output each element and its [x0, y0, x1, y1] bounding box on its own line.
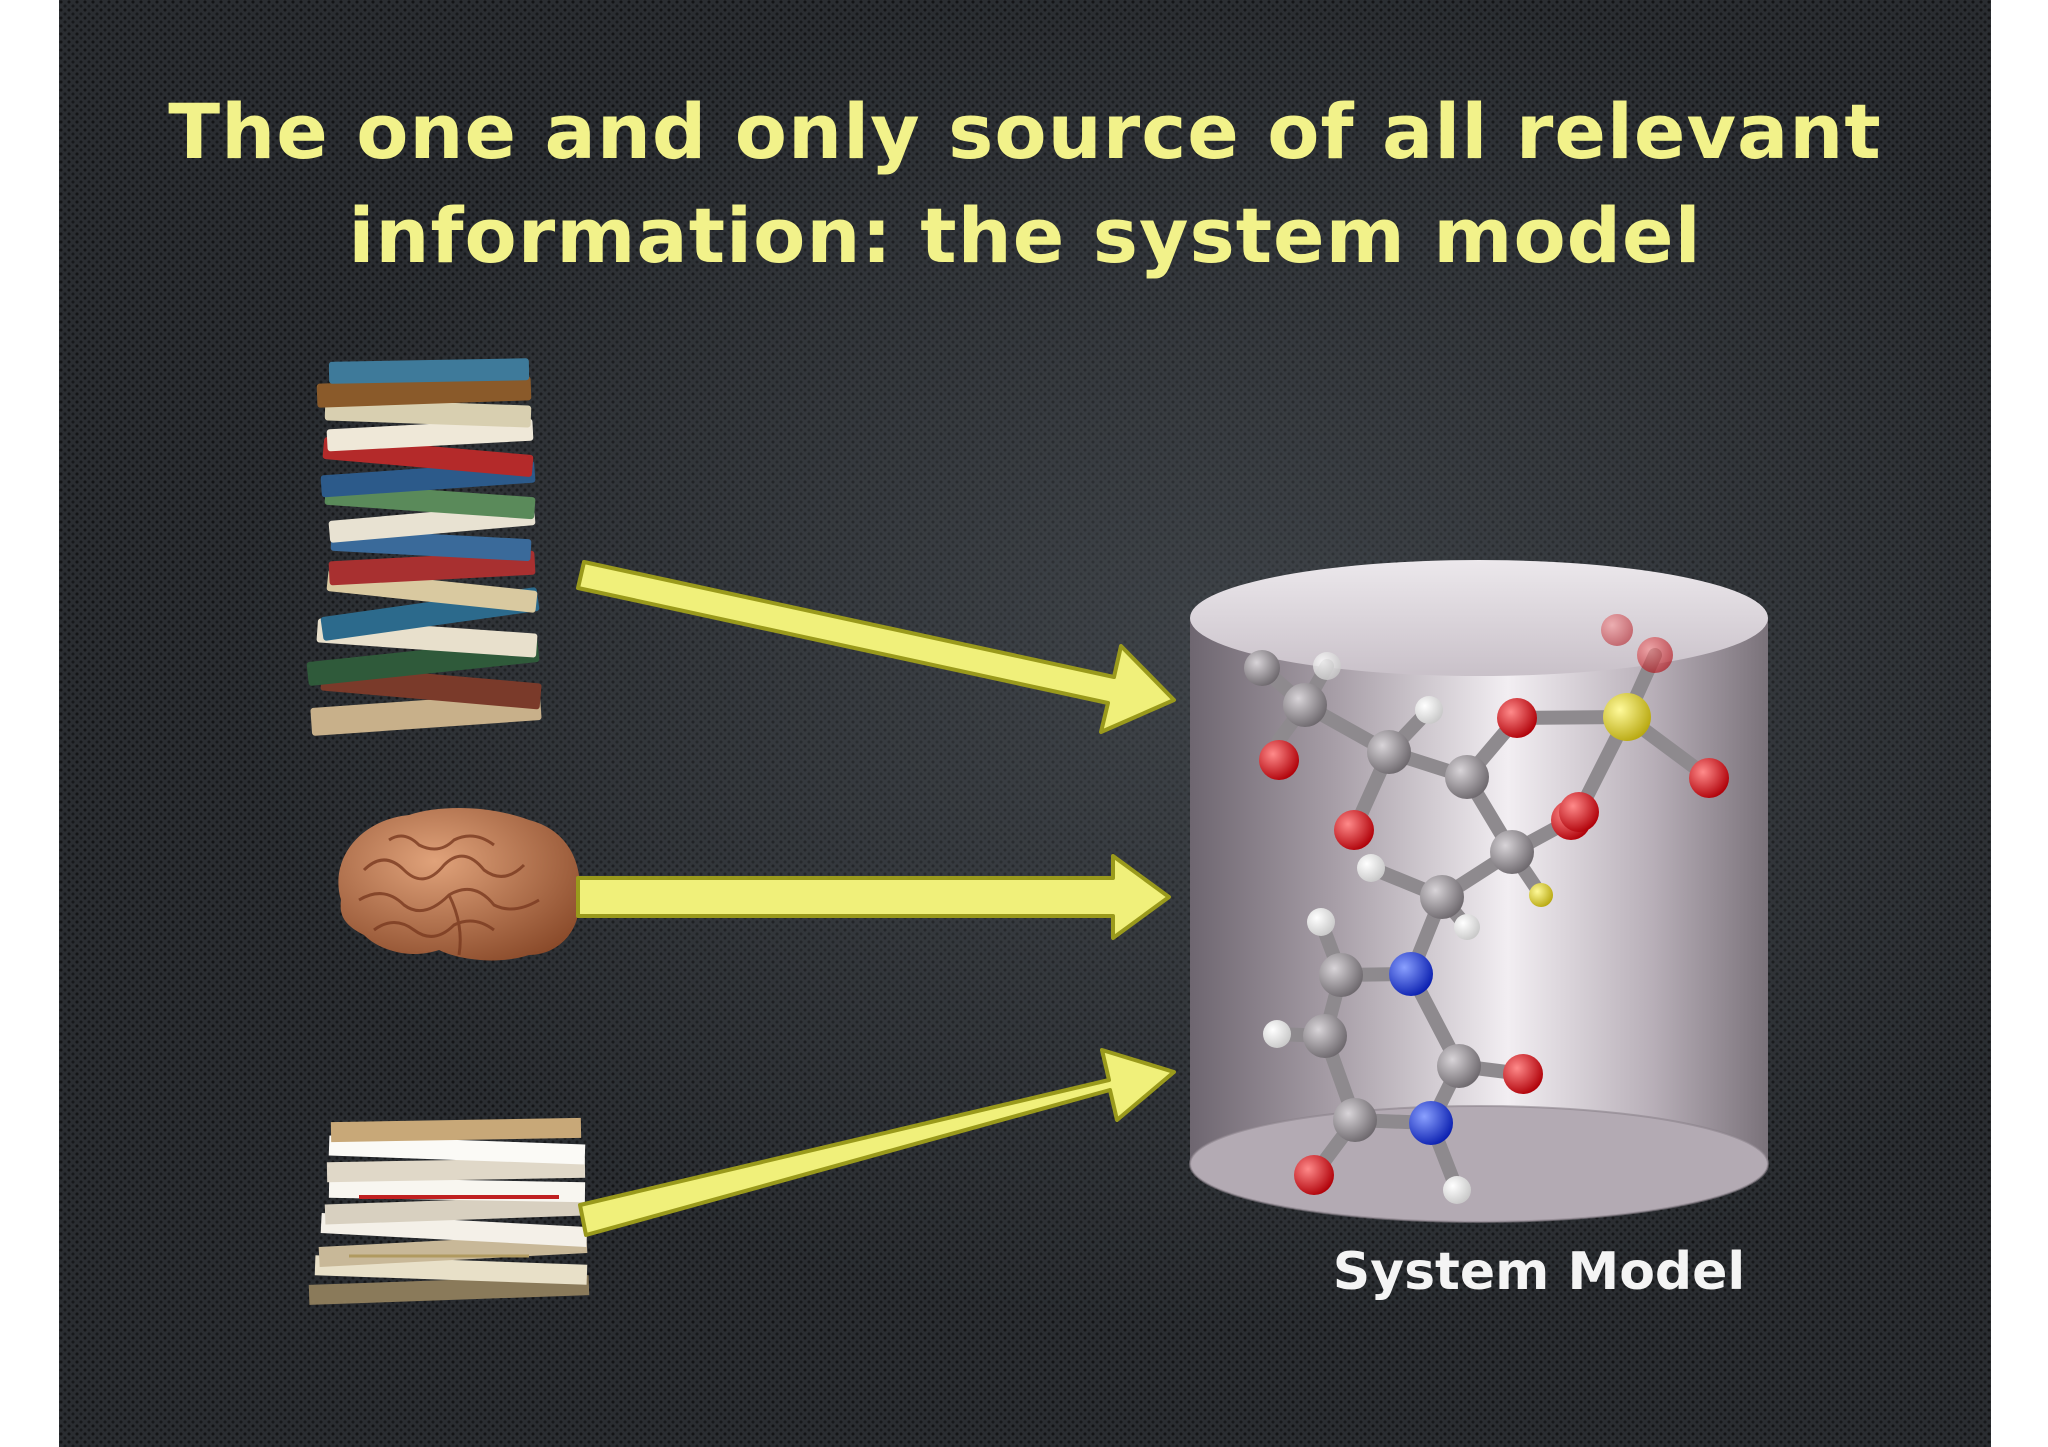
title-line-1: The one and only source of all relevant	[168, 87, 1882, 176]
paper-stack-icon	[308, 1117, 590, 1305]
molecule-icon	[1244, 614, 1729, 1204]
slide: The one and only source of all relevant …	[59, 0, 1991, 1447]
slide-title: The one and only source of all relevant …	[59, 80, 1991, 288]
brain-icon	[338, 808, 580, 961]
arrow-brain-to-model	[576, 854, 1171, 940]
arrow-books-to-model	[576, 560, 1176, 734]
system-model-caption: System Model	[1332, 1242, 1746, 1302]
arrow-papers-to-model	[578, 1048, 1176, 1237]
books-icon	[306, 358, 542, 736]
title-line-2: information: the system model	[348, 191, 1702, 280]
diagram-canvas	[306, 358, 1769, 1305]
